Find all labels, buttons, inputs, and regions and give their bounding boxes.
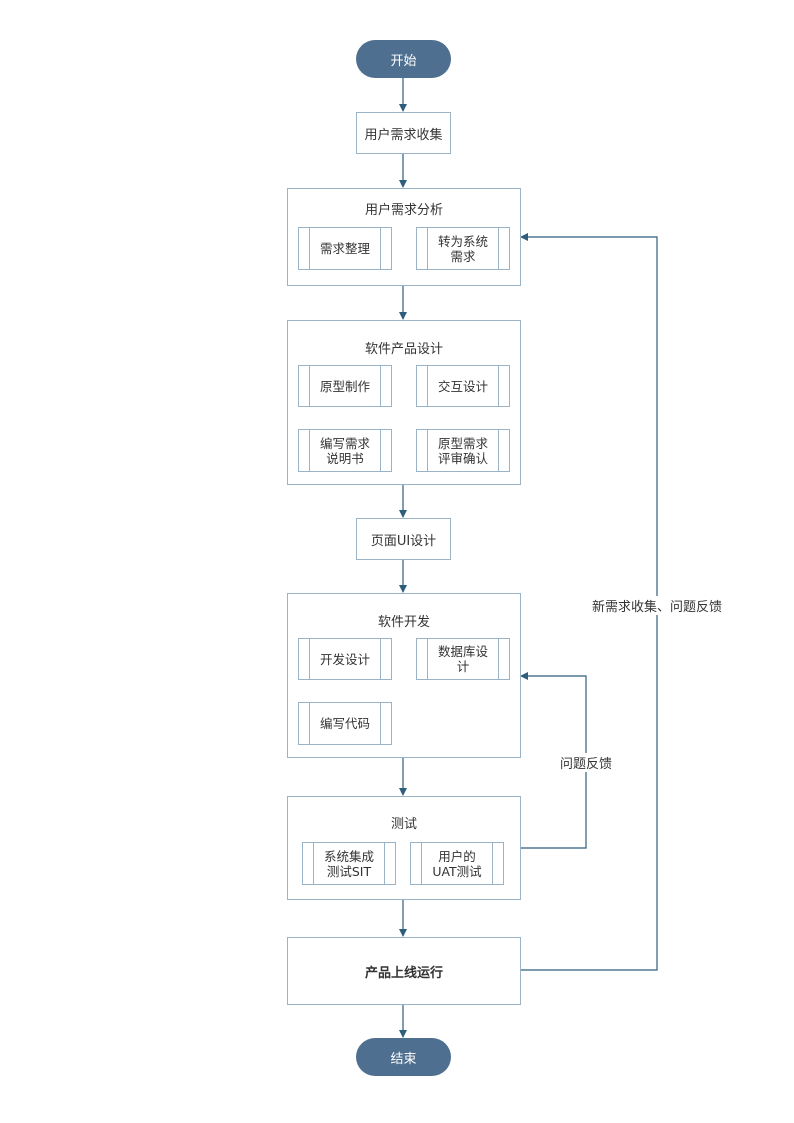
interaction-design-box: 交互设计 — [416, 365, 510, 407]
software-dev-title: 软件开发 — [377, 615, 430, 630]
convert-requirements-label: 转为系统 需求 — [437, 233, 488, 264]
prototype-label: 原型制作 — [319, 378, 370, 394]
database-design-label: 数据库设 计 — [437, 644, 488, 674]
feedback-label: 问题反馈 — [560, 753, 613, 772]
requirement-spec-label: 编写需求 说明书 — [319, 435, 370, 466]
start-label: 开始 — [390, 53, 417, 69]
product-release-label: 产品上线运行 — [364, 965, 443, 981]
database-design-box: 数据库设 计 — [416, 638, 510, 680]
dev-design-label: 开发设计 — [319, 651, 370, 667]
requirement-collection-label: 用户需求收集 — [364, 127, 443, 143]
uat-test-box: 用户的 UAT测试 — [410, 842, 504, 885]
convert-requirements-box: 转为系统 需求 — [416, 227, 510, 270]
dev-design-box: 开发设计 — [298, 638, 392, 680]
ui-design-box: 页面UI设计 — [356, 518, 451, 560]
sit-test-box: 系统集成 测试SIT — [302, 842, 396, 885]
ui-design-label: 页面UI设计 — [370, 533, 437, 549]
interaction-design-label: 交互设计 — [437, 378, 488, 394]
prototype-review-label: 原型需求 评审确认 — [437, 435, 488, 466]
uat-test-label: 用户的 UAT测试 — [432, 848, 482, 879]
end-node: 结束 — [356, 1038, 451, 1076]
prototype-review-box: 原型需求 评审确认 — [416, 429, 510, 472]
product-release-box: 产品上线运行 — [287, 937, 521, 1005]
write-code-label: 编写代码 — [319, 716, 370, 731]
sit-test-label: 系统集成 测试SIT — [323, 848, 374, 879]
requirement-collection-box: 用户需求收集 — [356, 112, 451, 154]
requirement-spec-box: 编写需求 说明书 — [298, 429, 392, 472]
end-label: 结束 — [390, 1051, 417, 1067]
prototype-box: 原型制作 — [298, 365, 392, 407]
organize-requirements-label: 需求整理 — [319, 241, 370, 256]
write-code-box: 编写代码 — [298, 702, 392, 745]
product-design-title: 软件产品设计 — [364, 342, 443, 357]
new-feedback-label: 新需求收集、问题反馈 — [592, 596, 723, 615]
requirement-analysis-title: 用户需求分析 — [364, 203, 443, 218]
testing-title: 测试 — [390, 817, 417, 832]
start-node: 开始 — [356, 40, 451, 78]
organize-requirements-box: 需求整理 — [298, 227, 392, 270]
